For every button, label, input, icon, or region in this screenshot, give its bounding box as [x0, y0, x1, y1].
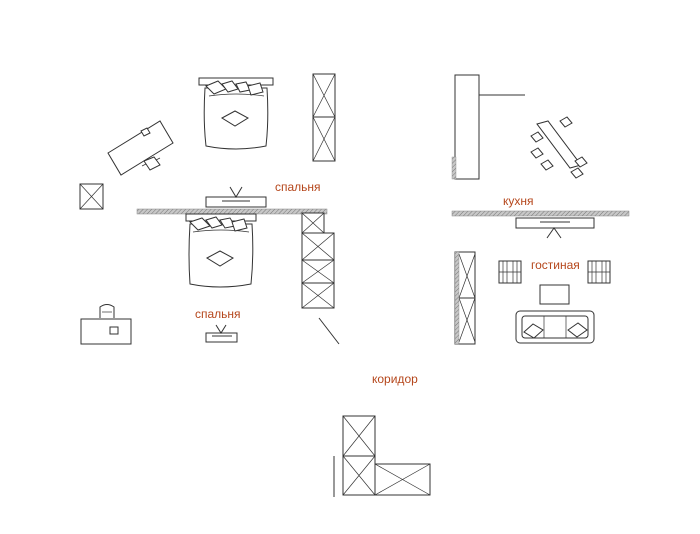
tv-lower-bedroom [205, 324, 238, 343]
double-bed-lower [185, 213, 257, 288]
corridor-cabinet-vertical [342, 415, 376, 496]
nightstand-upper [79, 183, 104, 210]
wall-bedroom-divider [136, 208, 328, 215]
double-bed-upper [198, 77, 274, 150]
corridor-cabinet-horizontal [374, 463, 431, 496]
desk-lower [80, 304, 132, 345]
label-living-room: гостиная [531, 258, 580, 272]
label-bedroom-lower: спальня [195, 307, 241, 321]
wall-kitchen-living [451, 210, 630, 217]
desk-upper [107, 120, 174, 176]
armchair-right [587, 260, 611, 284]
label-bedroom-upper: спальня [275, 180, 321, 194]
wardrobe-upper [312, 73, 336, 162]
wardrobe-lower [301, 212, 335, 309]
tv-upper-bedroom [205, 186, 267, 208]
label-corridor: коридор [372, 372, 418, 386]
kitchen-counter [451, 74, 525, 180]
armchair-left [498, 260, 522, 284]
sofa [515, 310, 595, 344]
label-kitchen: кухня [503, 194, 534, 208]
coffee-table [539, 284, 570, 305]
door-swing-line [318, 317, 340, 345]
tv-living-room [515, 217, 595, 239]
shelving-unit [454, 251, 476, 345]
dining-table [530, 116, 588, 179]
